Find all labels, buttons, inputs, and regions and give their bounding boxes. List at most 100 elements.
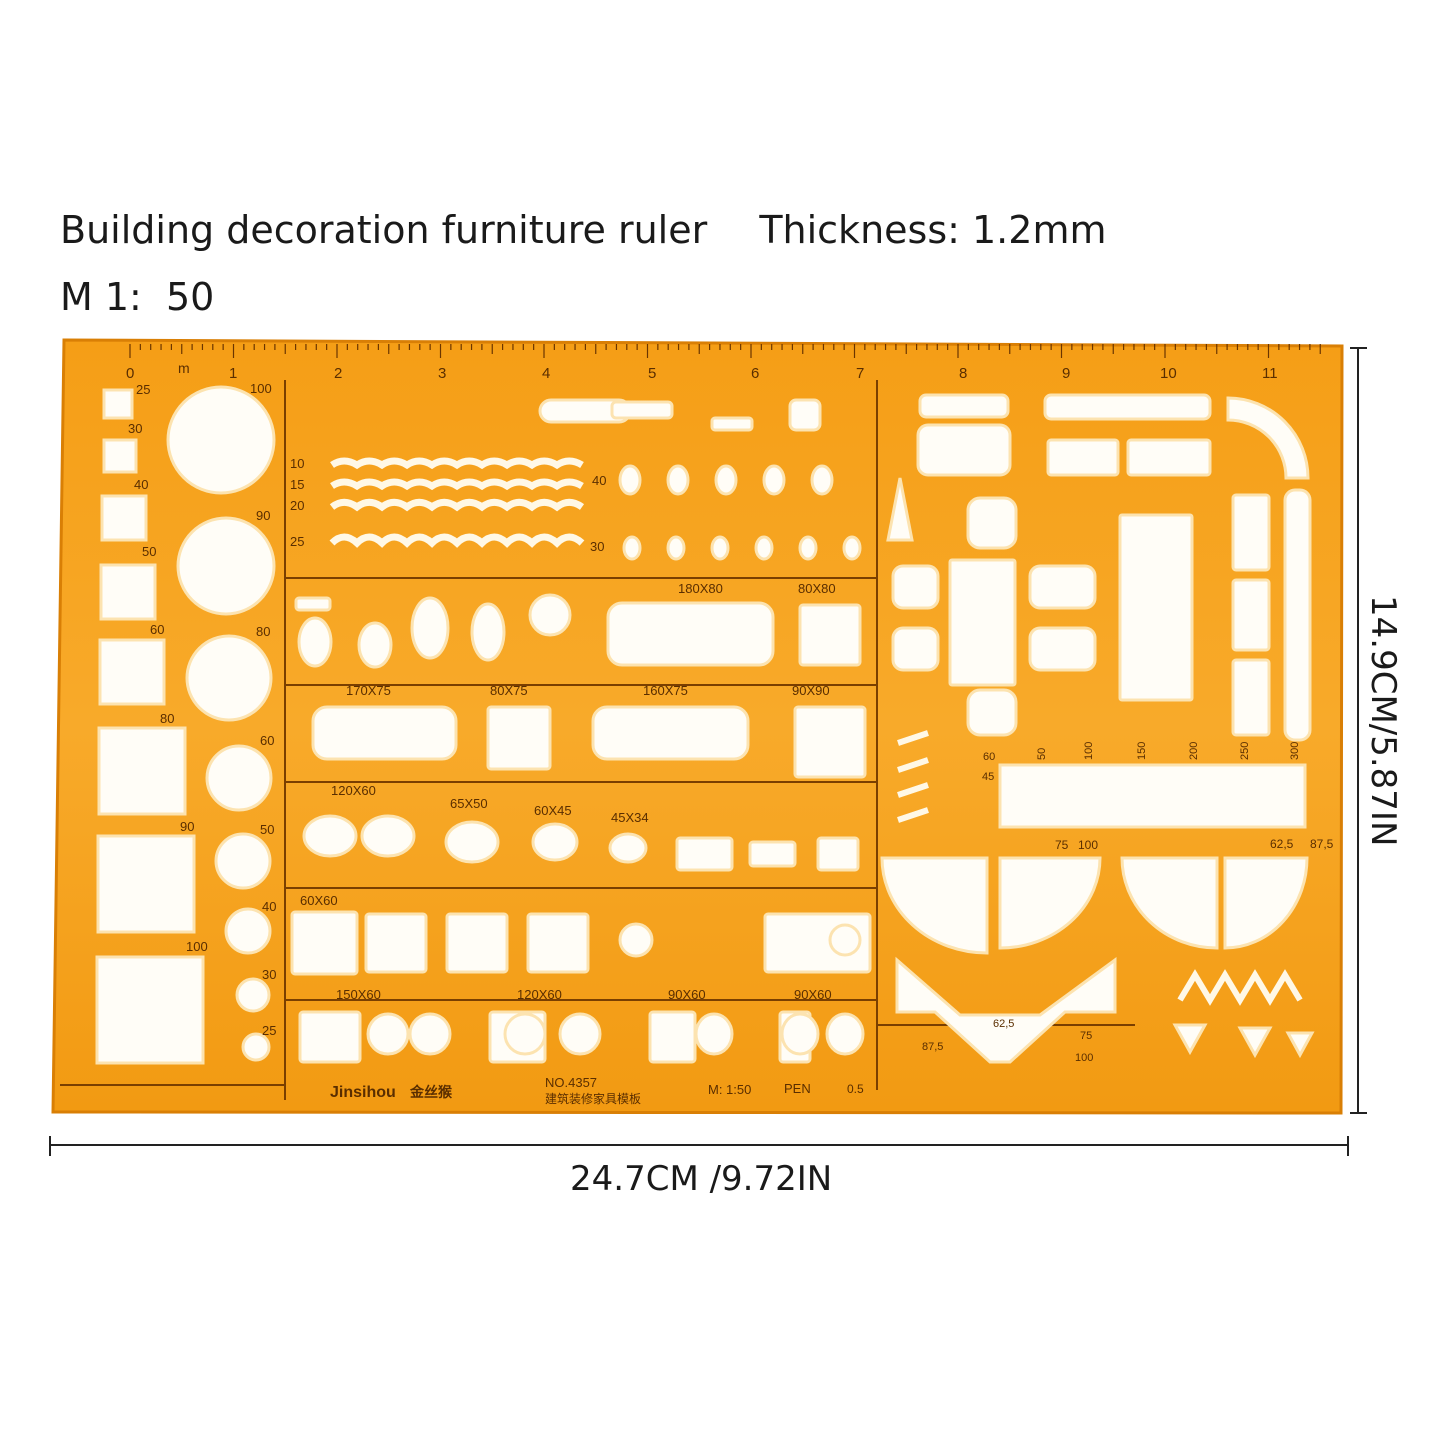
room-furniture-cutout xyxy=(891,626,940,672)
ruler-label: 30 xyxy=(128,421,142,436)
seat-cutout xyxy=(408,1012,452,1056)
knob-cutout xyxy=(754,535,774,561)
circle-cutout xyxy=(224,907,272,955)
circle-cutout xyxy=(241,1032,271,1062)
ruler-label: 45X34 xyxy=(611,810,649,825)
circle-cutout xyxy=(185,634,273,722)
symbol-cutout xyxy=(710,416,754,432)
ruler-label: 15 xyxy=(290,477,304,492)
model-number: NO.4357 xyxy=(545,1075,597,1090)
door-swing-cutout xyxy=(880,856,1102,955)
furniture-cutout xyxy=(298,1010,362,1064)
room-furniture-cutout xyxy=(1028,564,1097,610)
knob-cutout xyxy=(842,535,862,561)
knob-cutout xyxy=(762,464,786,496)
knob-cutout xyxy=(714,464,738,496)
ruler-label: 250 xyxy=(1239,742,1251,760)
ruler-label: 10 xyxy=(290,456,304,471)
hatch-cutout xyxy=(897,757,929,773)
furniture-cutout xyxy=(290,910,359,976)
room-furniture-cutout xyxy=(966,688,1018,737)
furniture-cutout xyxy=(364,912,428,974)
ruler-label: 11 xyxy=(1262,365,1278,382)
ruler-label: 80X80 xyxy=(798,581,836,596)
stencil-cutouts xyxy=(95,385,1315,1065)
pen-size: 0.5 xyxy=(847,1082,864,1096)
symbol-cutout xyxy=(294,596,332,612)
square-cutout xyxy=(96,834,196,934)
ruler-label: 0 xyxy=(126,365,134,382)
furniture-cutout xyxy=(798,603,862,667)
height-label: 14.9CM/5.87IN xyxy=(1363,595,1403,846)
ruler-label: 6 xyxy=(751,365,759,382)
ruler-label: 150X60 xyxy=(336,987,381,1002)
ruler-label: 75 xyxy=(1080,1030,1092,1042)
ruler-label: 20 xyxy=(290,498,304,513)
ruler-label: 60 xyxy=(260,733,274,748)
ruler-label: 160X75 xyxy=(643,683,688,698)
ruler-label: 100 xyxy=(1078,838,1098,852)
ruler-label: 87,5 xyxy=(922,1041,943,1053)
toilet-cutout xyxy=(357,621,393,669)
furniture-cutout xyxy=(486,705,552,771)
furniture-cutout xyxy=(648,1010,697,1064)
ruler-label: 25 xyxy=(136,382,150,397)
ruler-label: 25 xyxy=(290,534,304,549)
circle-cutout xyxy=(166,385,276,495)
ruler-label: 200 xyxy=(1188,742,1200,760)
width-dimension xyxy=(49,1136,1349,1156)
ruler-label: 62,5 xyxy=(993,1018,1014,1030)
footer-scale: M: 1:50 xyxy=(708,1082,751,1097)
hatch-cutout xyxy=(897,782,929,798)
ruler-label: 30 xyxy=(262,967,276,982)
ruler-label: 150 xyxy=(1136,742,1148,760)
room-furniture-cutout xyxy=(1231,493,1271,572)
ruler-label: 8 xyxy=(959,365,967,382)
ruler-label: 90X60 xyxy=(668,987,706,1002)
furniture-cutout xyxy=(748,840,797,868)
triangle-cutout xyxy=(1285,1031,1315,1059)
ruler-label: 3 xyxy=(438,365,446,382)
ruler-label: 5 xyxy=(648,365,656,382)
room-furniture-cutout xyxy=(1126,438,1212,477)
ruler-label: 9 xyxy=(1062,365,1070,382)
ruler-label: 2 xyxy=(334,365,342,382)
room-furniture-cutout xyxy=(916,423,1012,477)
room-furniture-cutout xyxy=(1231,658,1271,737)
brand-logo: Jinsihou xyxy=(330,1084,396,1101)
thickness-label: Thickness: 1.2mm xyxy=(759,208,1107,252)
ruler-label: 80X75 xyxy=(490,683,528,698)
wave-cutout xyxy=(329,498,585,512)
ruler-label: 80 xyxy=(256,624,270,639)
hatch-cutout xyxy=(897,807,929,823)
ruler-label: 180X80 xyxy=(678,581,723,596)
door-swing-cutout xyxy=(1120,856,1309,950)
circle-cutout xyxy=(235,977,271,1013)
square-cutout xyxy=(100,494,148,542)
ruler-label: 87,5 xyxy=(1310,837,1334,851)
room-furniture-cutout xyxy=(948,558,1017,687)
furniture-cutout xyxy=(526,912,590,974)
furniture-cutout xyxy=(606,601,775,667)
ruler-label: 100 xyxy=(1075,1052,1093,1064)
furniture-cutout xyxy=(591,705,750,761)
furniture-cutout xyxy=(675,836,734,872)
scale-label: M 1: 50 xyxy=(60,275,215,319)
knob-cutout xyxy=(618,464,642,496)
ruler-label: 65X50 xyxy=(450,796,488,811)
room-furniture-cutout xyxy=(1231,578,1271,652)
ruler-label: 50 xyxy=(1036,748,1048,760)
seat-cutout xyxy=(558,1012,602,1056)
ruler-label: 60X60 xyxy=(300,893,338,908)
room-furniture-cutout xyxy=(998,763,1307,829)
ruler-label: 90X60 xyxy=(794,987,832,1002)
room-furniture-cutout xyxy=(1283,488,1312,742)
hatch-cutout xyxy=(897,730,929,746)
toilet-cutout xyxy=(297,616,333,668)
height-dimension xyxy=(1350,347,1367,1114)
seat-cutout xyxy=(825,1012,865,1056)
seat-cutout xyxy=(618,922,654,958)
zigzag-cutout xyxy=(1177,969,1303,1006)
square-cutout xyxy=(102,388,134,420)
pen-label: PEN xyxy=(784,1081,811,1096)
